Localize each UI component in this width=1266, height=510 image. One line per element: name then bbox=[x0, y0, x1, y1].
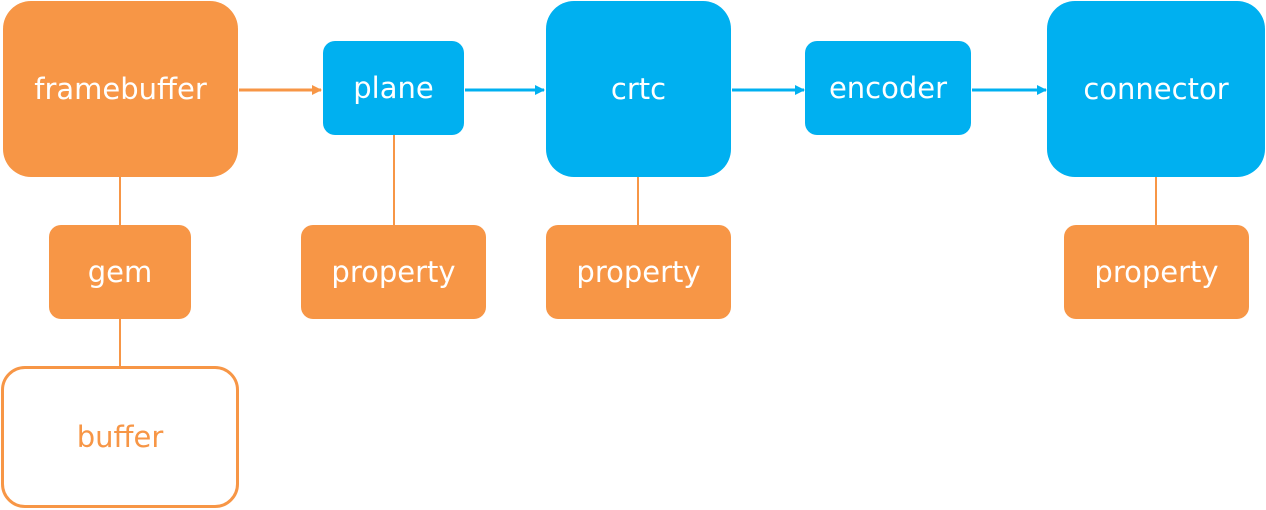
connector-property-label: property bbox=[1094, 255, 1219, 289]
gem-label: gem bbox=[87, 255, 153, 289]
framebuffer-label: framebuffer bbox=[34, 72, 207, 106]
framebuffer-node: framebuffer bbox=[3, 1, 238, 177]
plane-property-node: property bbox=[301, 225, 486, 319]
buffer-label: buffer bbox=[76, 420, 164, 454]
crtc-property-label: property bbox=[576, 255, 701, 289]
connector-label: connector bbox=[1083, 72, 1229, 106]
crtc-property-node: property bbox=[546, 225, 731, 319]
plane-label: plane bbox=[353, 71, 434, 105]
crtc-node: crtc bbox=[546, 1, 731, 177]
crtc-label: crtc bbox=[610, 72, 667, 106]
connector-property-node: property bbox=[1064, 225, 1249, 319]
connector-node: connector bbox=[1047, 1, 1265, 177]
encoder-label: encoder bbox=[828, 71, 948, 105]
plane-node: plane bbox=[323, 41, 464, 135]
plane-property-label: property bbox=[331, 255, 456, 289]
encoder-node: encoder bbox=[805, 41, 971, 135]
gem-node: gem bbox=[49, 225, 191, 319]
buffer-node: buffer bbox=[1, 366, 239, 508]
